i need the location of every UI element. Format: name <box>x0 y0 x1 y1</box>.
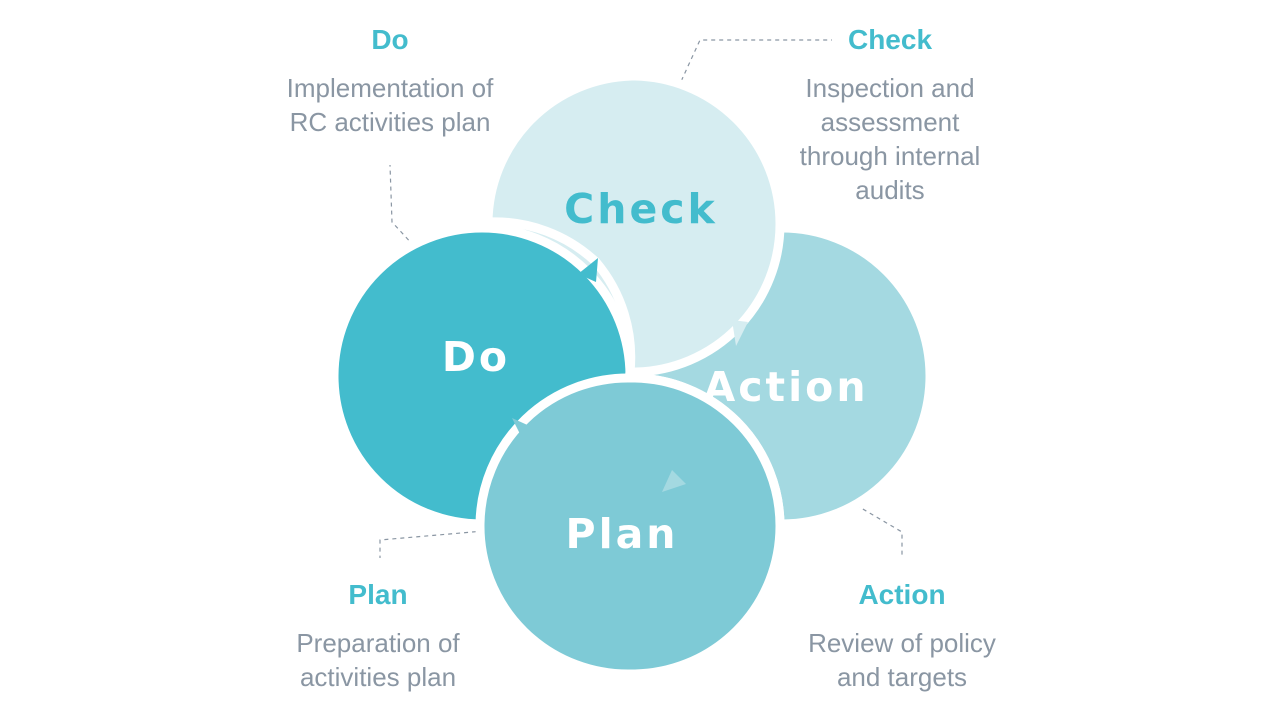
action-circle-label: Action <box>703 363 868 411</box>
do-callout: Do Implementation of RC activities plan <box>240 23 540 139</box>
check-callout-description: Inspection and assessment through intern… <box>799 73 981 205</box>
leader-line-check <box>677 39 832 89</box>
action-callout: Action Review of policy and targets <box>752 578 1052 694</box>
plan-callout-title: Plan <box>348 579 408 610</box>
action-callout-description: Review of policy and targets <box>808 628 996 692</box>
cycle-arrows <box>512 258 748 492</box>
leader-line-action <box>855 504 903 558</box>
arrow-action-to-plan <box>662 470 686 492</box>
action-callout-title: Action <box>858 579 946 610</box>
plan-over-do <box>475 373 785 679</box>
check-callout-title: Check <box>847 24 933 55</box>
plan-callout-description: Preparation of activities plan <box>296 628 460 692</box>
arrow-do-to-check <box>578 258 598 282</box>
leader-line-do <box>389 164 415 247</box>
leader-line-plan <box>379 530 485 558</box>
arrow-plan-to-do <box>512 418 534 438</box>
check-circle-label: Check <box>564 185 718 233</box>
check-over-do <box>483 71 785 377</box>
plan-circle-label: Plan <box>566 510 679 558</box>
overlap-layer <box>475 71 785 679</box>
do-callout-title: Do <box>371 24 409 55</box>
check-callout: Check Inspection and assessment through … <box>740 23 1040 207</box>
leader-lines <box>379 39 903 558</box>
arrow-check-to-action <box>732 320 748 346</box>
do-circle-label: Do <box>442 333 510 381</box>
do-callout-description: Implementation of RC activities plan <box>286 73 494 137</box>
plan-callout: Plan Preparation of activities plan <box>228 578 528 694</box>
